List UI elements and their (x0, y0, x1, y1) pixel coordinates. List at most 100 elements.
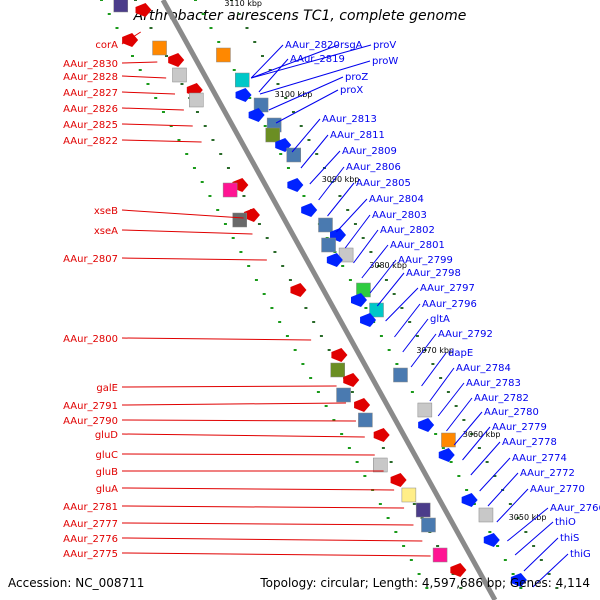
gene-label-right: AAur_2782 (474, 393, 529, 404)
gene-label-right: AAur_2805 (356, 178, 411, 189)
gene-label-left: AAur_2807 (63, 254, 118, 265)
ring-dot (446, 391, 450, 393)
leader-line (121, 107, 184, 111)
gene-block (286, 147, 302, 163)
leader-line (121, 419, 356, 422)
ring-dot (293, 349, 297, 351)
gene-label-left: xseA (94, 226, 118, 237)
gene-arrow (343, 373, 360, 387)
ring-dot (395, 363, 399, 365)
leader-line (514, 521, 554, 556)
ring-dot (146, 83, 150, 85)
ring-dot (524, 531, 528, 533)
leader-line (437, 382, 465, 417)
ring-dot (508, 503, 512, 505)
gene-label-left: AAur_2777 (63, 519, 118, 530)
ring-dot (230, 0, 233, 1)
gene-label-right: AAur_2778 (502, 437, 557, 448)
leader-line (361, 244, 389, 279)
gene-block (189, 92, 204, 108)
gene-arrow (287, 178, 304, 192)
leader-line (121, 453, 375, 456)
ring-dot (470, 433, 474, 435)
gene-label-right: proX (340, 85, 363, 96)
gene-block (336, 387, 351, 403)
accession-text: Accession: NC_008711 (8, 576, 145, 590)
ring-dot (185, 153, 189, 155)
gene-label-right: thiS (560, 533, 579, 544)
scale-mark-label: 3060 kbp (463, 430, 501, 439)
leader-line (121, 61, 158, 64)
scale-mark-label: 3090 kbp (322, 175, 360, 184)
ring-dot (237, 13, 241, 15)
ring-dot (449, 461, 453, 463)
leader-line (121, 229, 253, 235)
leader-line (275, 89, 339, 124)
gene-block (393, 367, 408, 383)
ring-dot (268, 69, 272, 71)
ring-dot (387, 349, 391, 351)
gene-label-left: gluA (96, 484, 118, 495)
gene-block (152, 40, 167, 56)
ring-dot (281, 265, 285, 267)
gene-label-left: gluD (95, 430, 118, 441)
ring-dot (361, 237, 365, 239)
gene-block (432, 547, 448, 563)
gene-block (421, 517, 436, 533)
ring-dot (384, 279, 388, 281)
ring-dot (441, 447, 445, 449)
leader-line (429, 367, 455, 402)
ring-dot (402, 545, 406, 547)
ring-dot (217, 41, 221, 43)
gene-label-right: AAur_2813 (322, 114, 377, 125)
gene-label-right: proW (372, 56, 398, 67)
gene-label-left: xseB (94, 206, 118, 217)
gene-arrow (135, 3, 152, 17)
gene-label-right: AAur_2766 (550, 503, 600, 514)
ring-dot (253, 41, 257, 43)
ring-dot (516, 517, 520, 519)
leader-line (453, 411, 483, 446)
gene-label-right: proZ (345, 72, 368, 83)
ring-dot (247, 265, 251, 267)
ring-dot (547, 573, 551, 575)
gene-label-left: gluC (96, 450, 118, 461)
gene-block (216, 47, 231, 63)
ring-dot (347, 447, 351, 449)
gene-block (232, 212, 247, 228)
gene-block (113, 0, 129, 13)
gene-label-right: AAur_2798 (406, 268, 461, 279)
gene-label-right: AAur_2802 (380, 225, 435, 236)
leader-line (121, 91, 176, 95)
ring-dot (417, 573, 421, 575)
ring-dot (425, 587, 429, 589)
ring-dot (276, 83, 280, 85)
leader-line (121, 537, 423, 542)
leader-line (369, 259, 397, 294)
ring-dot (100, 0, 103, 1)
ring-dot (291, 111, 295, 113)
ring-dot (436, 545, 440, 547)
gene-label-right: AAur_2809 (342, 146, 397, 157)
leader-line (496, 488, 529, 523)
ring-dot (232, 69, 236, 71)
gene-label-right: AAur_2780 (484, 407, 539, 418)
ring-dot (412, 503, 416, 505)
ring-dot (192, 167, 196, 169)
gene-block (330, 362, 345, 378)
ring-dot (555, 587, 559, 589)
gene-label-right: AAur_2801 (390, 240, 445, 251)
ring-dot (485, 461, 489, 463)
ring-dot (302, 195, 306, 197)
gene-block (172, 67, 187, 83)
ring-dot (363, 475, 367, 477)
leader-line (353, 229, 379, 264)
ring-dot (194, 0, 197, 1)
ring-dot (400, 307, 404, 309)
gene-label-right: AAur_2792 (438, 329, 493, 340)
gene-block (222, 182, 238, 198)
gene-block (401, 487, 417, 503)
gene-features (113, 0, 527, 587)
